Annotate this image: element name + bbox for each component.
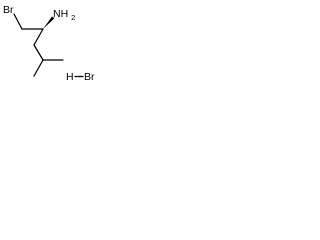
- bond-ch-methyl-down: [33, 59, 44, 77]
- amine-nh-text: NH: [53, 8, 68, 20]
- wedge-bond-amine: [43, 16, 55, 29]
- salt-bromine-label: Br: [84, 71, 95, 83]
- bond-br-ch2: [13, 13, 23, 30]
- atom-label-amine: NH 2: [53, 8, 75, 22]
- chemical-structure-diagram: Br NH 2 H Br: [3, 4, 95, 83]
- bond-ch2-ch: [33, 44, 44, 61]
- salt-hydrogen-label: H: [66, 71, 74, 83]
- bond-stereocenter-ch2: [33, 28, 44, 46]
- amine-subscript: 2: [71, 13, 75, 22]
- atom-label-bromine: Br: [3, 4, 14, 16]
